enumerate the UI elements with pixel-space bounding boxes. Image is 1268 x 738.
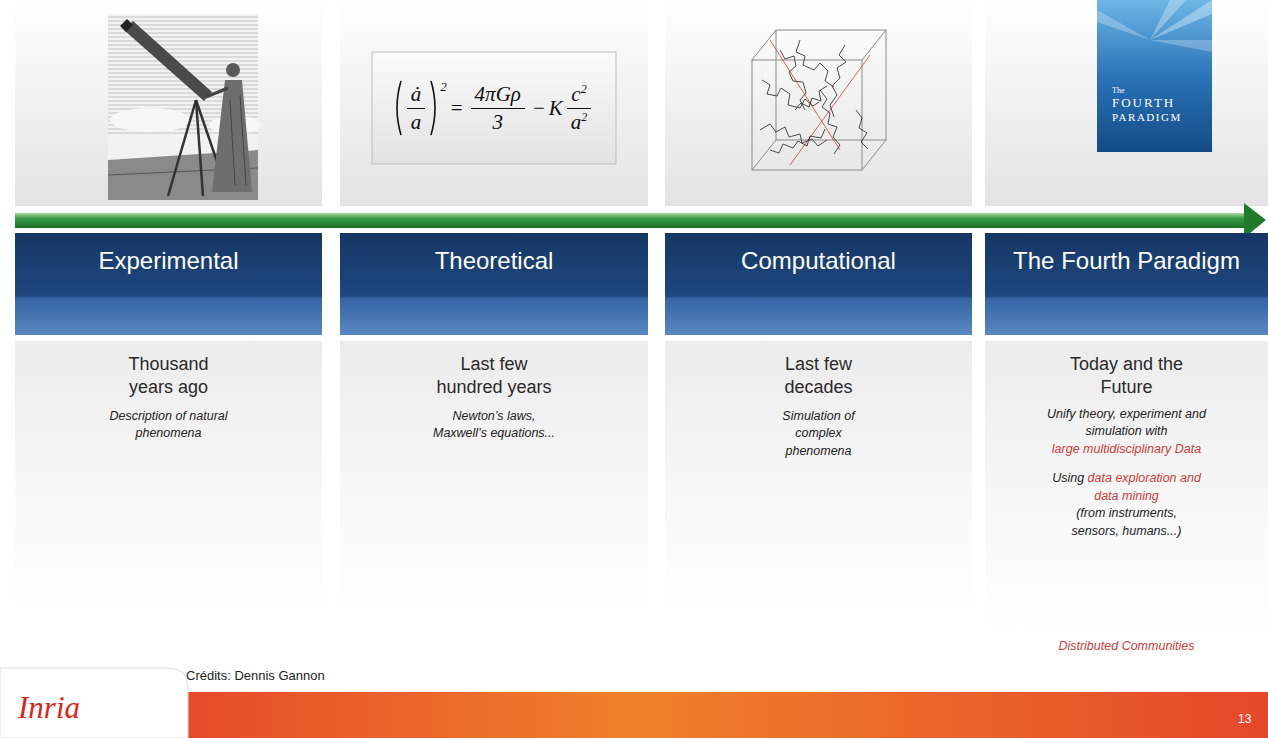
description-text: large multidisciplinary Data <box>1047 441 1207 459</box>
paradigm-column: ComputationalLast few decadesSimulation … <box>665 233 972 640</box>
column-title: Theoretical <box>435 247 554 274</box>
header-band: The Fourth Paradigm <box>985 233 1268 335</box>
description-text: Description of natural phenomena <box>109 409 227 441</box>
description-text: Distributed Communities <box>1058 639 1194 653</box>
equation-symbol: − <box>533 96 545 120</box>
text-group: Unify theory, experiment and simulation … <box>1047 406 1207 459</box>
era-text: Thousand years ago <box>128 354 208 397</box>
equation-symbol: 3 <box>492 110 503 134</box>
description-text: Simulation of complex phenomena <box>782 409 854 458</box>
equation-symbol: 4πGρ <box>475 82 521 106</box>
equation-symbol: ȧ <box>411 82 422 106</box>
book-cover <box>1097 0 1212 152</box>
equation-symbol: = <box>451 96 463 120</box>
column-panel: Thousand years agoDescription of natural… <box>15 341 322 640</box>
header-band: Theoretical <box>340 233 648 335</box>
simulation-cube <box>752 30 886 170</box>
text-group: Distributed Communities <box>1037 638 1217 656</box>
paradigm-column: TheoreticalLast few hundred yearsNewton’… <box>340 233 648 640</box>
column-title: Experimental <box>98 247 238 274</box>
description-text: (from instruments, sensors, humans...) <box>1052 505 1202 540</box>
book-title: The <box>1112 86 1124 95</box>
header-band: Computational <box>665 233 972 335</box>
column-title: Computational <box>741 247 896 274</box>
column-top-ground <box>15 0 1268 206</box>
paradigm-column: ExperimentalThousand years agoDescriptio… <box>15 233 322 640</box>
text-group: Description of natural phenomena <box>94 408 244 443</box>
text-group: Thousand years ago <box>114 353 224 400</box>
text-group: Simulation of complex phenomena <box>761 408 876 461</box>
description-text: Using <box>1052 471 1084 485</box>
era-text: Today and the Future <box>1070 354 1183 397</box>
page-number: 13 <box>1238 712 1251 726</box>
friedmann-equation: ȧa 2 = 4πGρ3 − K c2a2 <box>372 52 616 164</box>
text-group: Newton’s laws, Maxwell’s equations... <box>424 408 564 443</box>
description-text: Newton’s laws, Maxwell’s equations... <box>433 409 555 441</box>
credit-note: Crédits: Dennis Gannon <box>186 668 325 683</box>
equation-symbol: a <box>571 110 582 134</box>
paradigm-column: The Fourth ParadigmToday and the FutureU… <box>985 233 1268 665</box>
parenthesis <box>429 79 439 137</box>
footer-bar <box>0 668 1268 738</box>
book-title: PARADIGM <box>1112 111 1182 123</box>
astronomer-engraving <box>108 14 261 200</box>
equation-symbol: a <box>411 110 422 134</box>
equation-symbol: 2 <box>581 82 587 96</box>
description-text: data exploration and data mining <box>1088 471 1201 503</box>
column-title: The Fourth Paradigm <box>1013 247 1240 274</box>
column-panel: Last few decadesSimulation of complex ph… <box>665 341 972 640</box>
era-text: Last few decades <box>784 354 852 397</box>
header-band: Experimental <box>15 233 322 335</box>
equation-symbol: K <box>549 96 563 120</box>
text-group: Last few hundred years <box>429 353 559 400</box>
parenthesis <box>393 79 403 137</box>
text-group: Using data exploration and data mining(fr… <box>1052 470 1202 540</box>
equation-symbol: 2 <box>440 79 447 94</box>
text-group: Today and the Future <box>1059 353 1194 400</box>
logo-text: Inria <box>18 690 80 725</box>
equation-symbol: c <box>571 82 580 106</box>
text-group: Last few decades <box>759 353 879 400</box>
book-title: FOURTH <box>1112 95 1175 110</box>
description-text: Unify theory, experiment and simulation … <box>1047 407 1206 439</box>
equation-symbol: 2 <box>581 110 587 124</box>
equation-box <box>372 52 616 164</box>
era-text: Last few hundred years <box>436 354 551 397</box>
column-panel: Today and the FutureUnify theory, experi… <box>985 341 1268 665</box>
column-panel: Last few hundred yearsNewton’s laws, Max… <box>340 341 648 640</box>
